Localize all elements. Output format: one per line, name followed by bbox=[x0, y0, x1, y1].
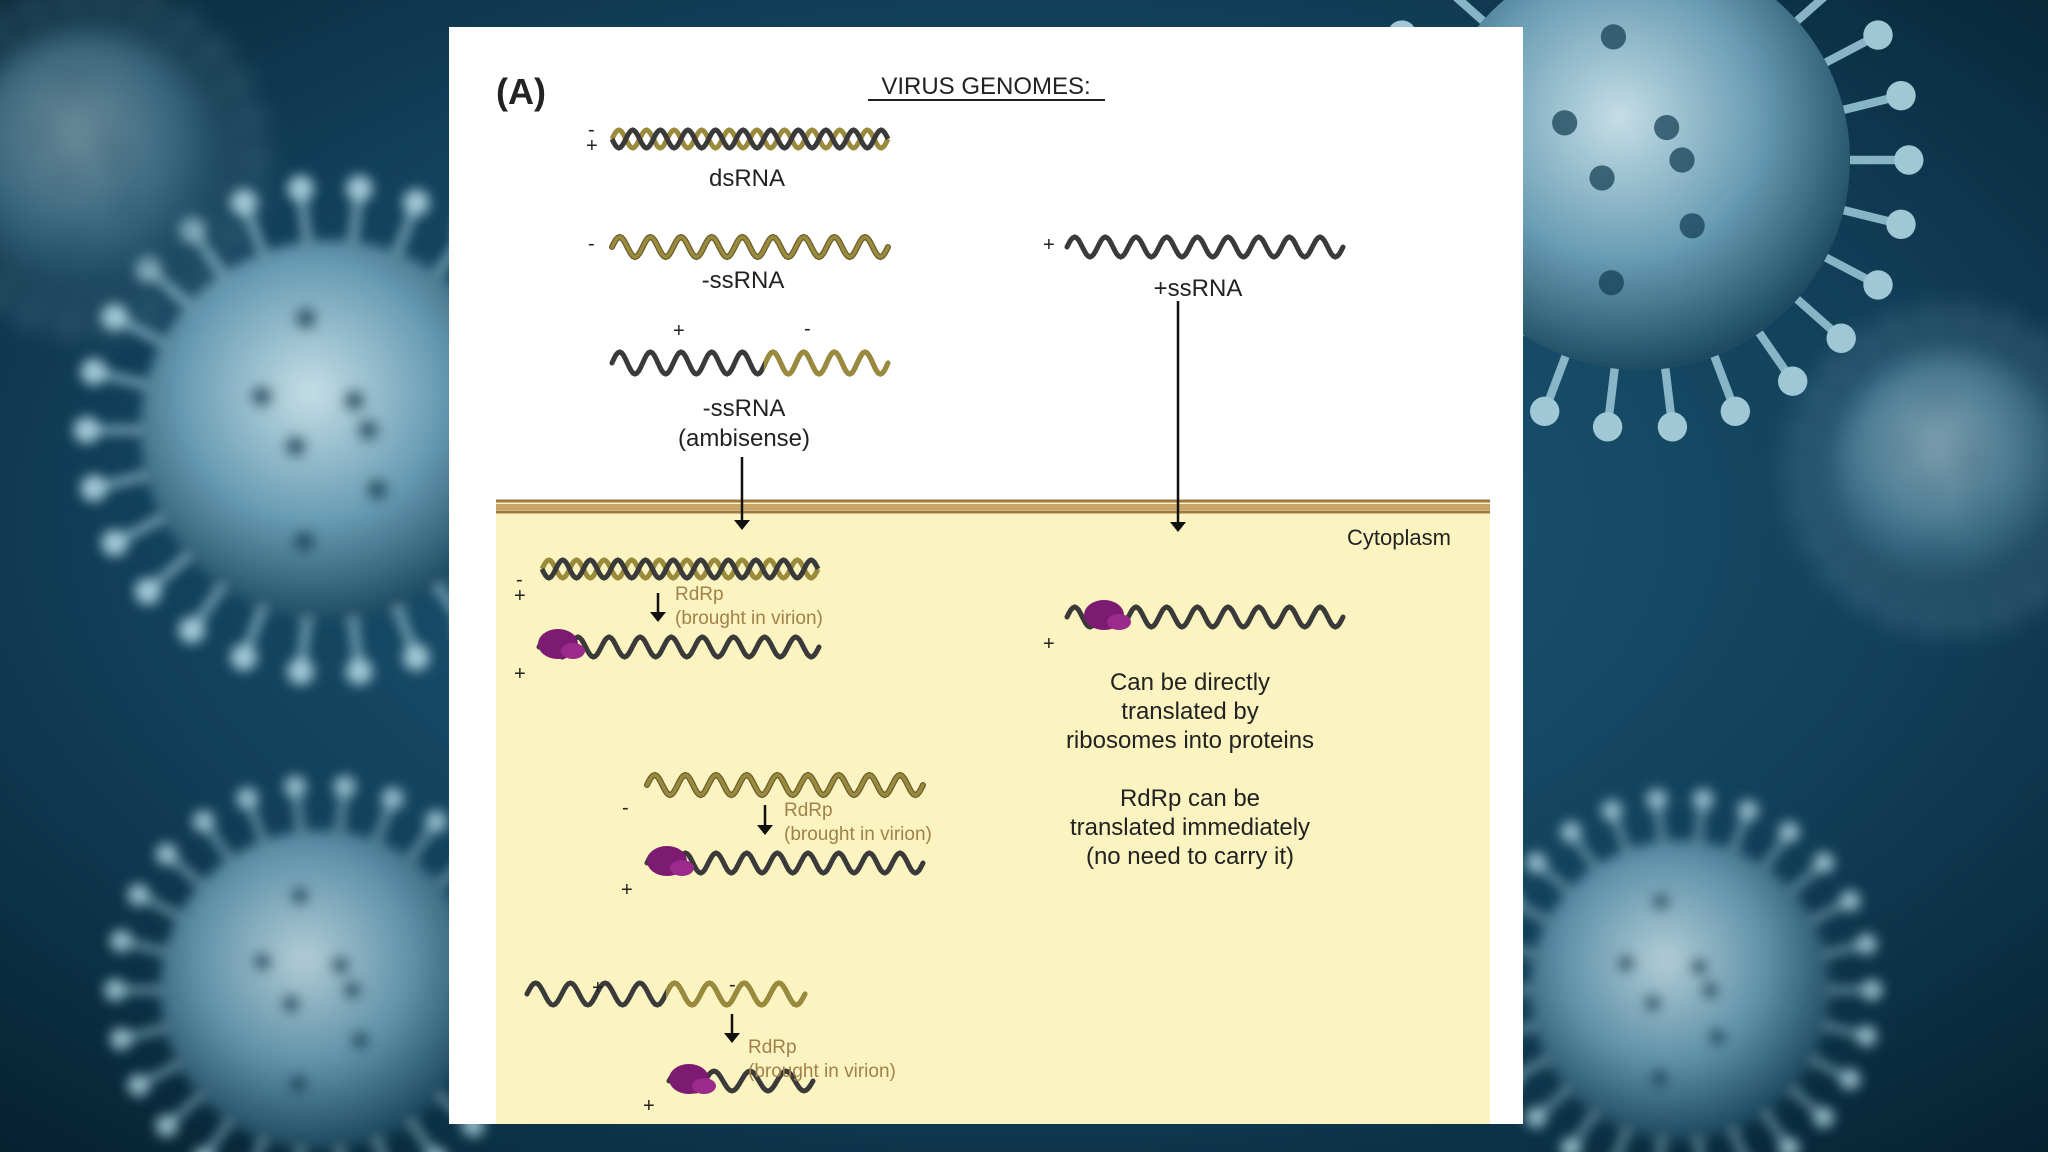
diagram-panel: (A) VIRUS GENOMES: Cytoplasm dsRNA -ssRN… bbox=[449, 27, 1523, 1124]
cell-neg-minus-sign: - bbox=[622, 797, 629, 819]
ambisense-name-label: -ssRNA bbox=[702, 395, 786, 422]
cell-dsrna-strand bbox=[539, 557, 821, 581]
ds-product-strand bbox=[536, 634, 822, 660]
rdrp-label-2-line1: RdRp bbox=[784, 800, 833, 821]
rdrp-label-3: RdRp (brought in virion) bbox=[748, 1036, 896, 1084]
note2-line3: (no need to carry it) bbox=[1085, 843, 1295, 870]
amb-minus-sign: - bbox=[804, 318, 811, 340]
virus-top-left-blur bbox=[0, 0, 266, 335]
cell-pos-plus-sign: + bbox=[1043, 633, 1055, 655]
amb-plus-sign: + bbox=[673, 320, 685, 342]
rdrp-label-3-line2: (brought in virion) bbox=[748, 1061, 896, 1082]
cell-ds-plus-sign: + bbox=[514, 585, 526, 607]
cytoplasm-label: Cytoplasm bbox=[1347, 525, 1451, 550]
cell-ds-minus-sign: - bbox=[516, 569, 523, 591]
ds-plus-sign: + bbox=[586, 135, 598, 157]
cell-ambisense-strand bbox=[524, 980, 808, 1008]
pos-ribosome bbox=[1084, 600, 1131, 630]
ds-rdrp-arrow bbox=[650, 593, 666, 622]
cell-neg-strand bbox=[644, 771, 926, 799]
pos-plus-sign: + bbox=[1043, 234, 1055, 256]
neg-product-strand bbox=[644, 850, 926, 876]
ambisense-entry-arrow bbox=[734, 457, 750, 530]
ds-ribosome bbox=[538, 629, 585, 659]
note1-line2: translated by bbox=[1121, 698, 1259, 725]
cell-ds-product-plus-sign: + bbox=[514, 663, 526, 685]
rdrp-label-2: RdRp (brought in virion) bbox=[784, 799, 932, 847]
dsrna-label: dsRNA bbox=[708, 165, 786, 192]
ds-minus-sign: - bbox=[588, 119, 595, 141]
cell-amb-minus-sign: - bbox=[729, 974, 736, 996]
rdrp-label-3-line1: RdRp bbox=[748, 1037, 797, 1058]
ambisense-genome-strand bbox=[609, 349, 891, 377]
note1-line1: Can be directly bbox=[1109, 669, 1271, 696]
note2-line2: translated immediately bbox=[1069, 814, 1311, 841]
rdrp-label-1: RdRp (brought in virion) bbox=[675, 583, 823, 631]
dsrna-genome-strand bbox=[609, 127, 891, 151]
diagram-title: VIRUS GENOMES: bbox=[881, 73, 1091, 100]
pos-ssrna-label: +ssRNA bbox=[1153, 275, 1243, 302]
cell-amb-product-plus-sign: + bbox=[643, 1095, 655, 1117]
rdrp-label-1-line1: RdRp bbox=[675, 584, 724, 605]
pos-ssrna-entry-arrow bbox=[1170, 301, 1186, 532]
neg-ssrna-label: -ssRNA bbox=[701, 267, 785, 294]
cell-membrane bbox=[496, 499, 1490, 514]
note1-line3: ribosomes into proteins bbox=[1065, 727, 1315, 754]
cell-amb-plus-sign: + bbox=[592, 977, 604, 999]
neg-ribosome bbox=[647, 846, 694, 876]
rdrp-label-1-line2: (brought in virion) bbox=[675, 608, 823, 629]
virus-far-right bbox=[1788, 309, 2048, 631]
note2-line1: RdRp can be bbox=[1119, 785, 1261, 812]
amb-rdrp-arrow bbox=[724, 1014, 740, 1043]
neg-rdrp-arrow bbox=[757, 805, 773, 835]
rdrp-label-2-line2: (brought in virion) bbox=[784, 824, 932, 845]
ambisense-sub-label: (ambisense) bbox=[677, 425, 811, 452]
pos-ssrna-genome-strand bbox=[1064, 234, 1346, 260]
panel-label: (A) bbox=[496, 71, 546, 112]
neg-minus-sign: - bbox=[588, 233, 595, 255]
cell-neg-product-plus-sign: + bbox=[621, 879, 633, 901]
neg-ssrna-genome-strand bbox=[609, 233, 891, 261]
cytoplasm-region bbox=[496, 501, 1490, 1124]
direct-translation-note: Can be directly translated by ribosomes … bbox=[1066, 668, 1314, 755]
rdrp-translation-note: RdRp can be translated immediately (no n… bbox=[1070, 784, 1310, 871]
amb-ribosome bbox=[669, 1064, 716, 1094]
